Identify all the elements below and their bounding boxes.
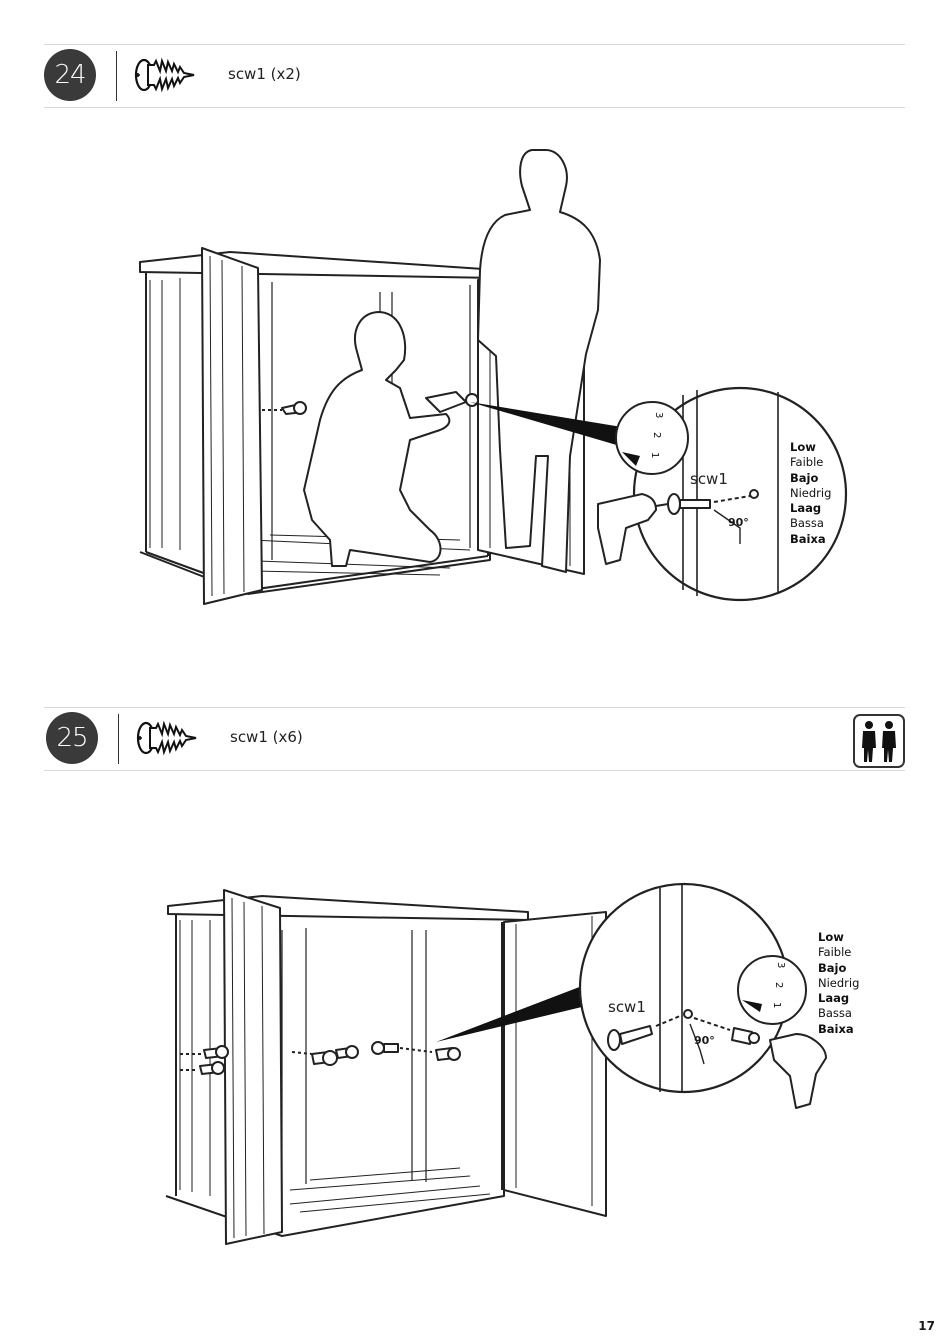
callout-screw-label: scw1: [690, 470, 728, 488]
legend-item: Niedrig: [818, 976, 859, 991]
legend-item: Niedrig: [790, 486, 831, 501]
legend-item: Bassa: [818, 1006, 859, 1021]
callout-screw-label: scw1: [608, 998, 646, 1016]
legend-item: Faible: [818, 945, 859, 960]
svg-text:1: 1: [771, 1002, 782, 1008]
divider: [118, 714, 119, 764]
legend-item: Bajo: [818, 961, 859, 976]
svg-text:2: 2: [773, 982, 784, 988]
svg-text:2: 2: [651, 432, 662, 438]
legend-item: Laag: [818, 991, 859, 1006]
legend-item: Low: [818, 930, 859, 945]
step-25-header: 25 scw1 (x6): [44, 707, 905, 771]
part-label: scw1 (x6): [230, 728, 303, 746]
angle-label: 90°: [728, 516, 749, 529]
svg-text:1: 1: [649, 452, 660, 458]
legend-item: Faible: [790, 455, 831, 470]
legend-item: Baixa: [818, 1022, 859, 1037]
svg-text:3: 3: [653, 412, 664, 418]
speed-legend: Low Faible Bajo Niedrig Laag Bassa Baixa: [790, 440, 831, 547]
page-number: 17: [918, 1319, 935, 1333]
angle-label: 90°: [694, 1034, 715, 1047]
legend-item: Laag: [790, 501, 831, 516]
svg-text:3: 3: [775, 962, 786, 968]
two-persons-icon: [853, 714, 905, 768]
screw-icon: [134, 720, 204, 756]
step-24-illustration: 3 2 1: [0, 0, 950, 680]
speed-legend: Low Faible Bajo Niedrig Laag Bassa Baixa: [818, 930, 859, 1037]
legend-item: Bassa: [790, 516, 831, 531]
legend-item: Baixa: [790, 532, 831, 547]
legend-item: Bajo: [790, 471, 831, 486]
legend-item: Low: [790, 440, 831, 455]
step-number: 25: [46, 712, 98, 764]
